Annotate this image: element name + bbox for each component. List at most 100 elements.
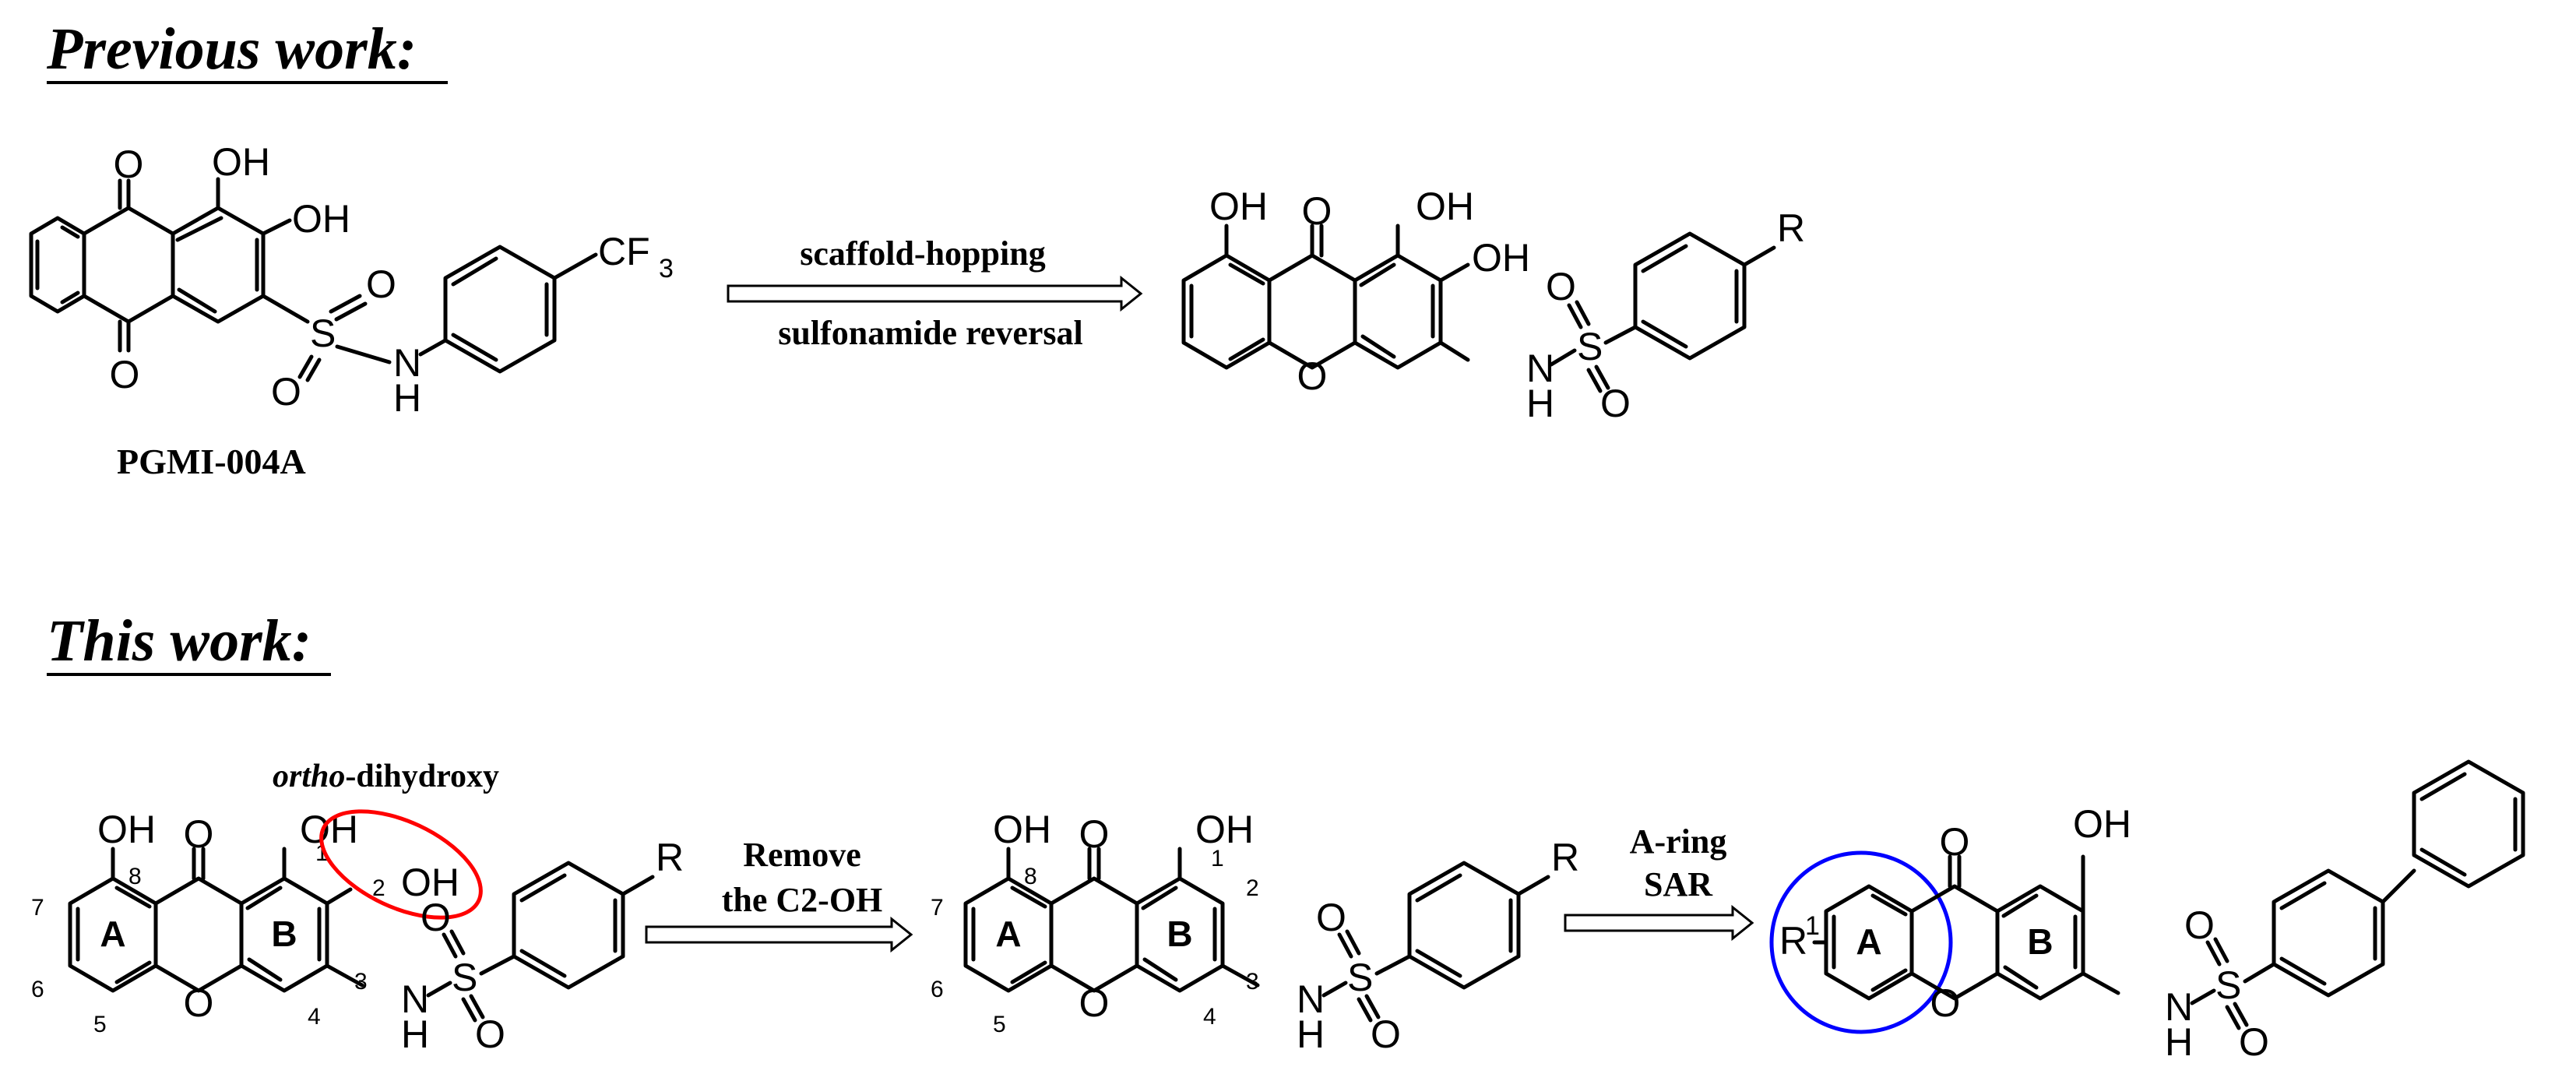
bond-ns [1549, 348, 1577, 367]
bond-ns [426, 981, 452, 998]
atom-o-s1: O [1316, 896, 1346, 939]
atom-o-s1: O [1546, 265, 1576, 308]
atom-oh-8: OH [97, 808, 156, 851]
ring-center [153, 876, 244, 993]
bond-cs [261, 294, 310, 324]
atom-o-ring: O [1079, 981, 1110, 1025]
bond-db [2001, 893, 2039, 918]
bond-so [1575, 300, 1591, 326]
bond-so [442, 932, 458, 959]
molecule-pgmi-004a: O O OH OH S O O N H CF 3 PGMI-004A [29, 140, 674, 481]
bond-s-aryl [1374, 954, 1412, 976]
arrow-top-label-2: sulfonamide reversal [778, 314, 1083, 352]
molecule-bottom-right: A R 1 O O B OH N H S O O [1769, 759, 2525, 1064]
bond-r [621, 875, 655, 896]
atom-s: S [1347, 956, 1373, 999]
position-8: 8 [1024, 864, 1037, 889]
bond-db [60, 290, 80, 305]
arrow-right-label-2: SAR [1644, 865, 1713, 903]
bond-cn [325, 963, 364, 988]
atom-oh-1: OH [212, 140, 270, 184]
bond-db [519, 873, 567, 903]
position-8: 8 [128, 864, 142, 889]
atom-n: N [2165, 985, 2193, 1029]
bond-db [451, 333, 498, 362]
atom-o-ketone: O [1940, 820, 1970, 864]
bond-cn [2081, 971, 2120, 995]
atom-o-s2: O [2239, 1020, 2269, 1064]
bond-sn [335, 344, 392, 364]
bond-so [1337, 932, 1353, 959]
atom-oh-2: OH [292, 197, 350, 241]
heading-previous-work: Previous work: [46, 16, 417, 82]
bond-n-aryl [418, 338, 448, 357]
atom-h: H [1297, 1012, 1325, 1056]
atom-o-s2: O [271, 370, 301, 414]
atom-o-ring: O [1297, 354, 1328, 398]
position-6: 6 [31, 977, 44, 1002]
atom-s: S [310, 312, 336, 355]
bond-db [175, 216, 223, 242]
bond-ns [1321, 981, 1348, 998]
bond-s-aryl [1603, 325, 1638, 345]
bond-so [2225, 1005, 2241, 1030]
bond-db [2279, 956, 2327, 986]
ring-a [1181, 253, 1272, 370]
heading-this-work: This work: [47, 608, 311, 674]
bond-cn [1220, 963, 1260, 988]
ring-middle [82, 206, 175, 324]
atom-oh-1: OH [2073, 802, 2131, 846]
ortho-rest: -dihydroxy [345, 759, 499, 794]
bond-db [1641, 319, 1688, 349]
bond-db [245, 886, 283, 910]
bond-db [519, 949, 567, 978]
arrow-mid-label-2: the C2-OH [722, 881, 883, 919]
atom-cf3-sub: 3 [659, 254, 674, 283]
atom-o-s1: O [2184, 903, 2215, 947]
atom-oh-1: OH [300, 808, 358, 851]
a-ring-highlight [1769, 850, 1953, 1034]
atom-n: N [401, 977, 429, 1021]
bond-db [2279, 881, 2327, 910]
atom-o-bottom: O [110, 353, 140, 396]
position-1: 1 [315, 840, 329, 866]
atom-o-ring: O [184, 981, 214, 1025]
bond-db [60, 225, 80, 239]
bond-db [247, 957, 283, 982]
bond-db [1359, 262, 1396, 287]
arrow-mid-label-1: Remove [743, 836, 861, 874]
ring-aryl [1407, 861, 1521, 990]
bond-so [2213, 937, 2229, 963]
bond-db [1641, 244, 1688, 273]
position-7: 7 [931, 895, 944, 921]
atom-o-s2: O [1600, 382, 1631, 425]
arrow-top-shape [727, 275, 1143, 312]
arrow-mid: Remove the C2-OH [645, 836, 913, 953]
bond-db [1415, 873, 1462, 903]
bond-ns [2190, 988, 2216, 1005]
bond-so [1357, 997, 1373, 1023]
bond-db [1415, 949, 1462, 978]
bond-db [1010, 886, 1047, 909]
ring-center [1049, 876, 1139, 993]
atom-o-ketone: O [184, 812, 214, 856]
bond-so [449, 929, 466, 956]
atom-o-ketone: O [1079, 812, 1110, 856]
bond-db [1870, 968, 1908, 992]
bond-cn [1438, 340, 1470, 362]
atom-r1-sup: 1 [1805, 911, 1820, 941]
atom-oh-1: OH [1195, 808, 1254, 851]
bond-db [177, 287, 217, 314]
atom-n: N [1526, 347, 1554, 390]
bond-so [329, 294, 362, 314]
atom-n: N [1297, 977, 1325, 1021]
atom-r: R [1777, 206, 1805, 250]
bond-db [1010, 960, 1047, 984]
arrow-right: A-ring SAR [1564, 822, 1754, 942]
ring-aryl [512, 861, 625, 990]
atom-h: H [1526, 382, 1554, 425]
atom-o-s1: O [421, 896, 451, 939]
bond-biaryl [2381, 868, 2416, 904]
bond-so [2205, 940, 2222, 967]
